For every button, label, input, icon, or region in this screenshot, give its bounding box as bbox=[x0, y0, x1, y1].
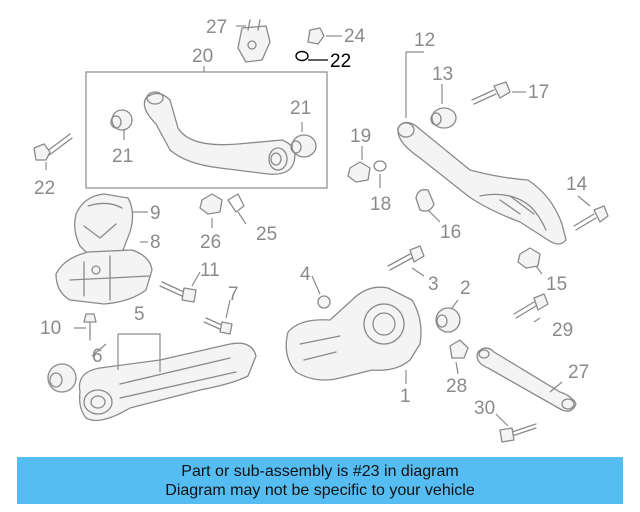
callout-4[interactable]: 4 bbox=[300, 264, 311, 285]
part-4-washer bbox=[317, 295, 331, 309]
part-21-bushing-left bbox=[110, 109, 133, 131]
part-13-bushing bbox=[430, 107, 457, 129]
callout-14[interactable]: 14 bbox=[566, 174, 588, 195]
part-31-bolt bbox=[499, 423, 537, 443]
leader-lines bbox=[45, 25, 591, 427]
part-25-clip bbox=[227, 193, 245, 213]
callout-22[interactable]: 22 bbox=[34, 178, 55, 199]
part-5-trailing-arm bbox=[78, 342, 257, 422]
callout-12[interactable]: 12 bbox=[414, 30, 435, 51]
banner-line-1: Part or sub-assembly is #23 in diagram bbox=[181, 462, 459, 480]
part-21-bushing-right bbox=[290, 134, 317, 158]
callout-24[interactable]: 24 bbox=[344, 26, 366, 47]
part-23-ring bbox=[295, 50, 309, 62]
callout-26[interactable]: 26 bbox=[200, 232, 221, 253]
callout-6[interactable]: 6 bbox=[92, 346, 103, 367]
callout-18[interactable]: 18 bbox=[370, 194, 391, 215]
part-27-bracket bbox=[237, 19, 271, 63]
part-29-nut bbox=[449, 339, 469, 359]
part-30-bolt bbox=[513, 293, 549, 319]
part-26-nut bbox=[199, 193, 223, 215]
part-28-link bbox=[476, 347, 577, 412]
info-banner: Part or sub-assembly is #23 in diagram D… bbox=[17, 457, 623, 504]
part-24-nut bbox=[307, 27, 325, 45]
callout-25[interactable]: 25 bbox=[256, 224, 277, 245]
callout-2[interactable]: 2 bbox=[460, 278, 471, 299]
parts-diagram: 27 24 22 20 21 21 22 12 13 17 19 18 16 1… bbox=[33, 17, 609, 443]
callout-11[interactable]: 11 bbox=[200, 260, 220, 281]
callout-20[interactable]: 20 bbox=[192, 46, 213, 67]
callout-5[interactable]: 5 bbox=[134, 304, 145, 325]
part-1-knuckle bbox=[285, 286, 422, 381]
part-20-upper-arm bbox=[143, 91, 296, 175]
callout-10[interactable]: 10 bbox=[40, 318, 61, 339]
callout-28[interactable]: 27 bbox=[568, 362, 589, 383]
callout-29[interactable]: 28 bbox=[446, 376, 467, 397]
callout-17[interactable]: 17 bbox=[528, 82, 549, 103]
callout-19[interactable]: 19 bbox=[350, 126, 371, 147]
part-9-cover bbox=[74, 193, 134, 264]
part-8-mount bbox=[55, 249, 153, 305]
part-19-nut bbox=[347, 161, 371, 183]
banner-line-2: Diagram may not be specific to your vehi… bbox=[165, 481, 475, 499]
callout-9[interactable]: 9 bbox=[150, 203, 161, 224]
part-12-lower-arm bbox=[397, 121, 567, 245]
part-14-bolt bbox=[573, 205, 609, 231]
part-18-washer bbox=[373, 160, 387, 172]
part-15-nut bbox=[517, 247, 541, 269]
callout-15[interactable]: 15 bbox=[546, 274, 567, 295]
callout-27[interactable]: 27 bbox=[206, 17, 227, 38]
callout-23[interactable]: 22 bbox=[330, 51, 351, 72]
callout-31[interactable]: 30 bbox=[474, 398, 495, 419]
group-20-frame bbox=[85, 71, 328, 189]
callout-30[interactable]: 29 bbox=[552, 320, 573, 341]
part-2-bushing bbox=[435, 307, 461, 333]
part-7-bolt bbox=[203, 317, 233, 335]
part-16-cam bbox=[415, 189, 435, 212]
part-6-bushing bbox=[47, 363, 77, 393]
callout-21-left[interactable]: 21 bbox=[112, 146, 133, 167]
callout-3[interactable]: 3 bbox=[428, 274, 439, 295]
callout-7[interactable]: 7 bbox=[228, 284, 239, 305]
part-3-bolt bbox=[387, 245, 425, 271]
part-10-bolt bbox=[83, 313, 97, 341]
part-22-bolt bbox=[33, 133, 73, 161]
callout-21-right[interactable]: 21 bbox=[290, 98, 311, 119]
callout-16[interactable]: 16 bbox=[440, 222, 461, 243]
callout-13[interactable]: 13 bbox=[432, 64, 453, 85]
part-11-bolt bbox=[159, 281, 197, 303]
callout-8[interactable]: 8 bbox=[150, 232, 161, 253]
callouts: 27 24 22 20 21 21 22 12 13 17 19 18 16 1… bbox=[34, 17, 589, 419]
callout-1[interactable]: 1 bbox=[400, 386, 411, 407]
part-17-bolt bbox=[471, 81, 511, 105]
